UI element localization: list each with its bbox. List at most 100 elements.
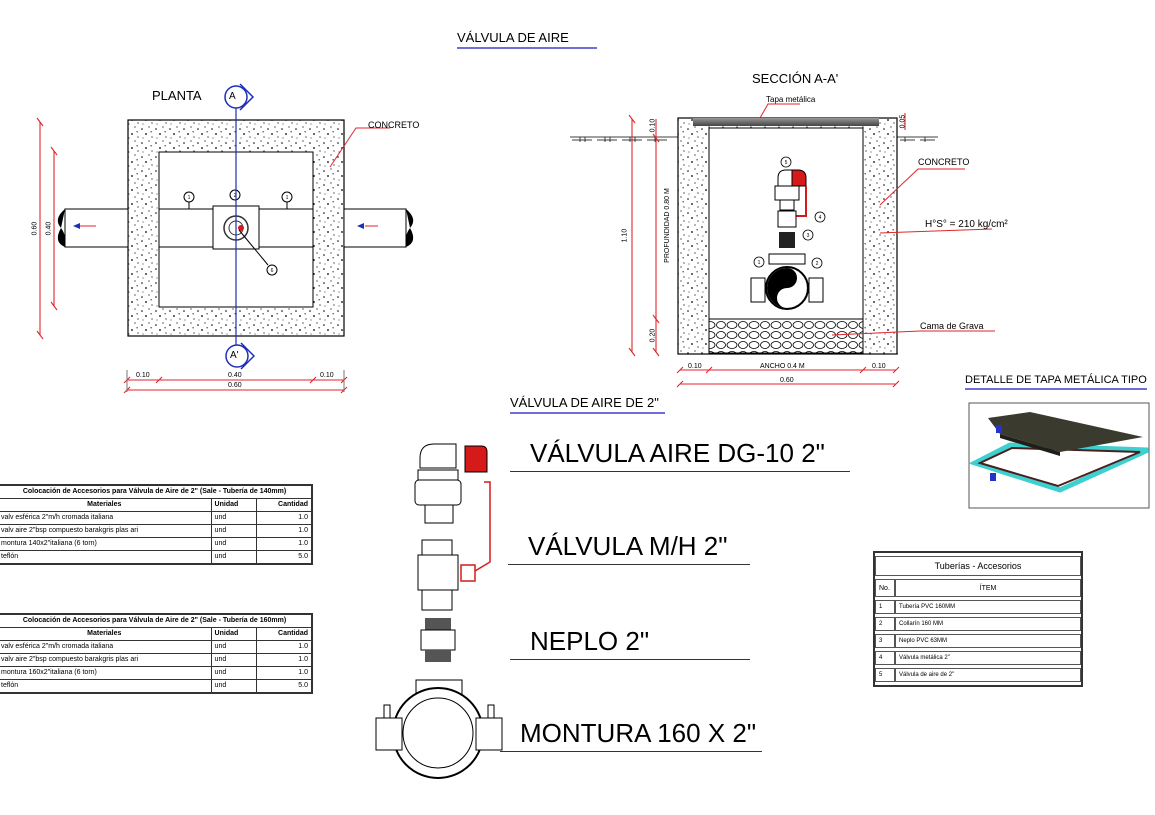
- table-160-title: Colocación de Accesorios para Válvula de…: [0, 613, 313, 628]
- grava-label: Cama de Grava: [920, 321, 984, 331]
- cell-material: valv esférica 2"m/h cromada italiana: [0, 640, 212, 654]
- cell-cantidad: 5.0: [256, 550, 313, 565]
- col-unidad: Unidad: [210, 627, 258, 641]
- cell-unidad: und: [210, 653, 258, 667]
- svg-text:2: 2: [816, 261, 819, 267]
- planta-title: PLANTA: [152, 88, 202, 103]
- dim-sec-right: 0.10: [872, 363, 886, 370]
- accessories-table-140: Colocación de Accesorios para Válvula de…: [0, 484, 313, 565]
- tapa-detail-illustration: [968, 402, 1150, 509]
- cell-material: montura 140x2"italiana (6 torn): [0, 537, 212, 551]
- accessories-table-160: Colocación de Accesorios para Válvula de…: [0, 613, 313, 694]
- dim-total-height: 1.10: [621, 228, 629, 243]
- main-title: VÁLVULA DE AIRE: [457, 30, 597, 49]
- cell-cantidad: 1.0: [256, 666, 313, 680]
- dim-bottom-center: 0.40: [228, 372, 242, 379]
- svg-text:2: 2: [234, 193, 237, 199]
- cell-no: 5: [875, 668, 895, 682]
- svg-text:5: 5: [785, 160, 788, 166]
- cell-unidad: und: [210, 640, 258, 654]
- planta-concreto-label: CONCRETO: [368, 120, 420, 130]
- table-140-title: Colocación de Accesorios para Válvula de…: [0, 484, 313, 499]
- cell-no: 2: [875, 617, 895, 631]
- dim-tapa: 0.05: [899, 114, 907, 129]
- cell-no: 4: [875, 651, 895, 665]
- label-neplo: NEPLO 2": [510, 626, 750, 660]
- dim-bottom: 0.20: [649, 328, 657, 343]
- cell-item: Collarín 160 MM: [895, 617, 1081, 631]
- label-valvula-aire: VÁLVULA AIRE DG-10 2": [510, 438, 850, 472]
- cell-item: Tubería PVC 160MM: [895, 600, 1081, 614]
- svg-text:1: 1: [758, 260, 761, 266]
- col-materiales: Materiales: [0, 627, 212, 641]
- cell-material: valv aire 2"bsp compuesto barakgris plas…: [0, 524, 212, 538]
- svg-text:1: 1: [286, 195, 289, 201]
- dim-sec-total: 0.60: [780, 377, 794, 384]
- tapa-metalica-label: Tapa metálica: [766, 95, 816, 104]
- cell-material: valv esférica 2"m/h cromada italiana: [0, 511, 212, 525]
- col-no: No.: [875, 579, 895, 597]
- dim-planta-inner: 0.40: [45, 221, 53, 236]
- cell-item: Válvula de aire de 2": [895, 668, 1081, 682]
- cell-cantidad: 1.0: [256, 524, 313, 538]
- cell-unidad: und: [210, 550, 258, 565]
- items-table-title: Tuberías - Accesorios: [875, 556, 1081, 576]
- exploded-valve-drawing: [375, 443, 503, 779]
- valvula-2-title: VÁLVULA DE AIRE DE 2": [510, 395, 665, 414]
- section-mark-a: A: [229, 91, 236, 102]
- col-materiales: Materiales: [0, 498, 212, 512]
- dim-bottom-left: 0.10: [136, 372, 150, 379]
- col-cantidad: Cantidad: [256, 627, 313, 641]
- cell-cantidad: 1.0: [256, 511, 313, 525]
- cell-cantidad: 5.0: [256, 679, 313, 694]
- col-cantidad: Cantidad: [256, 498, 313, 512]
- tapa-metalica: [693, 118, 879, 126]
- cell-cantidad: 1.0: [256, 653, 313, 667]
- cell-unidad: und: [210, 679, 258, 694]
- cell-cantidad: 1.0: [256, 640, 313, 654]
- col-item: ÍTEM: [895, 579, 1081, 597]
- cell-material: teflón: [0, 679, 212, 694]
- cell-material: valv aire 2"bsp compuesto barakgris plas…: [0, 653, 212, 667]
- dim-bottom-total: 0.60: [228, 382, 242, 389]
- dim-ancho: ANCHO 0.4 M: [760, 363, 805, 370]
- label-montura: MONTURA 160 X 2": [500, 718, 762, 752]
- svg-text:3: 3: [807, 233, 810, 239]
- dim-sec-left: 0.10: [688, 363, 702, 370]
- seccion-valve-assembly: [750, 169, 824, 310]
- cell-material: montura 160x2"italiana (6 torn): [0, 666, 212, 680]
- cell-material: teflón: [0, 550, 212, 565]
- cell-no: 3: [875, 634, 895, 648]
- dim-bottom-right: 0.10: [320, 372, 334, 379]
- label-valvula-mh: VÁLVULA M/H 2": [508, 531, 750, 565]
- planta-view: 1 1 2 6: [36, 83, 414, 394]
- cell-unidad: und: [210, 511, 258, 525]
- svg-text:6: 6: [271, 268, 274, 274]
- dim-planta-outer: 0.60: [31, 221, 39, 236]
- dim-top: 0.10: [649, 118, 657, 133]
- resistencia-label: H°S° = 210 kg/cm²: [925, 219, 1008, 230]
- dim-profundidad: PROFUNDIDAD 0.80 M: [663, 188, 671, 263]
- table-row: valv aire 2"bsp compuesto barakgris plas…: [0, 524, 313, 538]
- seccion-title: SECCIÓN A-A': [752, 71, 839, 86]
- cell-unidad: und: [210, 666, 258, 680]
- seccion-concreto-label: CONCRETO: [918, 157, 970, 167]
- cell-cantidad: 1.0: [256, 537, 313, 551]
- cell-item: Válvula metálica 2": [895, 651, 1081, 665]
- detalle-tapa-title: DETALLE DE TAPA METÁLICA TIPO: [965, 374, 1147, 390]
- section-mark-a-prime: A': [230, 350, 239, 361]
- cell-item: Neplo PVC 63MM: [895, 634, 1081, 648]
- cell-no: 1: [875, 600, 895, 614]
